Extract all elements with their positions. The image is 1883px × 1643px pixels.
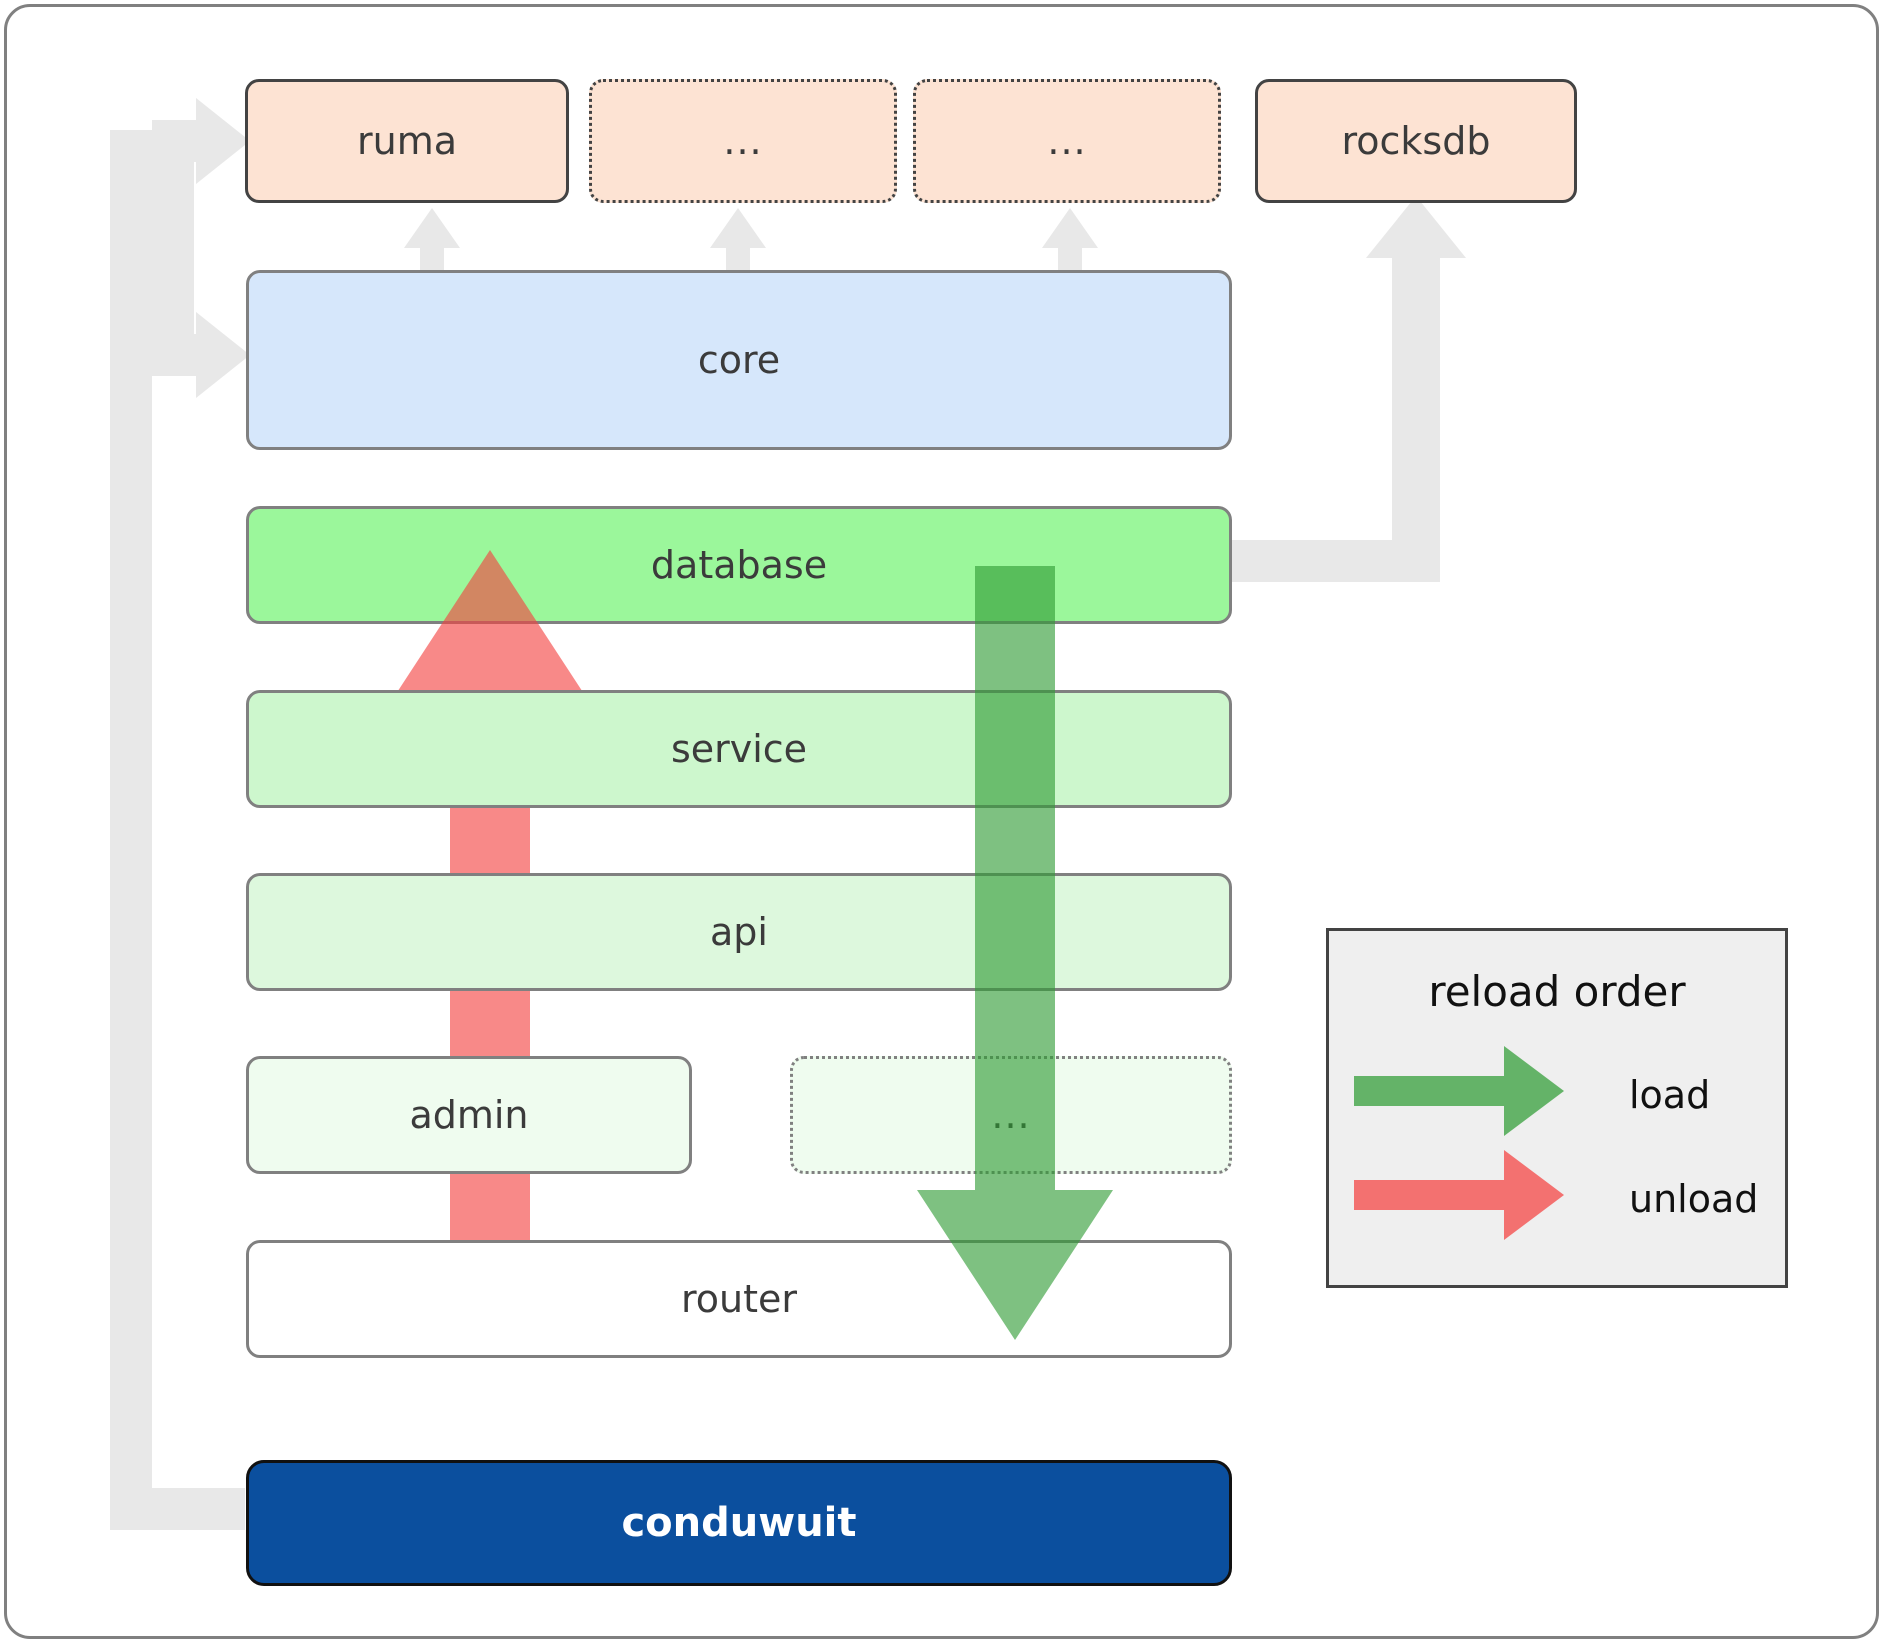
node-rocksdb-label: rocksdb [1341, 119, 1491, 163]
node-core[interactable]: core [246, 270, 1232, 450]
node-service[interactable]: service [246, 690, 1232, 808]
node-rocksdb[interactable]: rocksdb [1255, 79, 1577, 203]
node-conduwuit-label: conduwuit [621, 1500, 857, 1546]
node-ruma-label: ruma [356, 119, 457, 163]
node-database[interactable]: database [246, 506, 1232, 624]
connector-arrow-to-ruma [152, 98, 250, 184]
node-ellipsis-2[interactable]: ... [913, 79, 1221, 203]
connector-trunk-bottom [110, 1488, 245, 1530]
legend-title: reload order [1428, 967, 1686, 1016]
connector-arrow-to-core [152, 312, 250, 398]
node-api-label: api [710, 910, 768, 954]
node-admin-label: admin [409, 1093, 529, 1137]
legend-panel: reload order load unload [1326, 928, 1788, 1288]
node-router[interactable]: router [246, 1240, 1232, 1358]
node-service-label: service [670, 727, 808, 771]
node-ellipsis-1[interactable]: ... [589, 79, 897, 203]
node-core-label: core [697, 338, 781, 382]
legend-load-label: load [1629, 1073, 1711, 1117]
legend-arrow-layer [1354, 1046, 1564, 1240]
connector-branch-vertical [152, 141, 194, 355]
legend-unload-arrow [1354, 1150, 1564, 1240]
connector-arrow-core-to-ruma [404, 208, 460, 282]
connector-trunk-left [110, 130, 152, 1530]
node-database-label: database [650, 543, 828, 587]
connector-db-right-stub [1230, 540, 1395, 582]
connector-arrow-core-to-ellipsis-1 [710, 208, 766, 282]
node-admin[interactable]: admin [246, 1056, 692, 1174]
legend-unload-label: unload [1629, 1177, 1759, 1221]
node-ellipsis-1-label: ... [723, 119, 763, 163]
node-conduwuit[interactable]: conduwuit [246, 1460, 1232, 1586]
load-arrow [917, 566, 1113, 1340]
connector-arrow-core-to-rocksdb [1388, 208, 1444, 282]
legend-load-arrow [1354, 1046, 1564, 1136]
node-ruma[interactable]: ruma [245, 79, 569, 203]
node-router-label: router [680, 1277, 798, 1321]
node-ellipsis-2-label: ... [1047, 119, 1087, 163]
connector-arrow-core-to-ellipsis-2 [1042, 208, 1098, 282]
connector-arrow-to-rocksdb [1366, 196, 1466, 582]
node-api[interactable]: api [246, 873, 1232, 991]
